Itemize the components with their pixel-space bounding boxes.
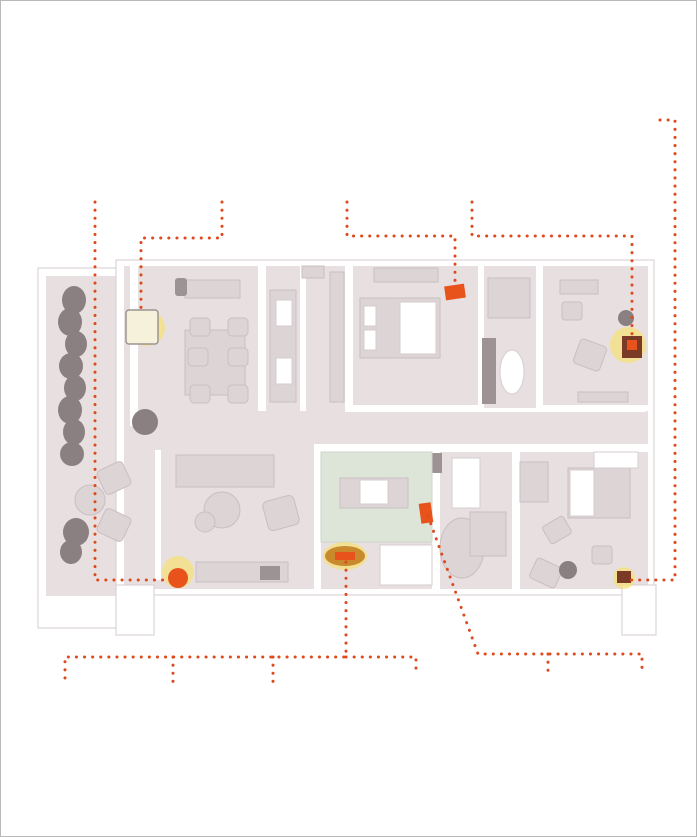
plant-icon <box>618 310 634 326</box>
fridge <box>301 265 325 279</box>
living-lamp-icon[interactable] <box>168 568 188 588</box>
study-bench <box>577 391 629 403</box>
lounge-chair <box>529 557 563 589</box>
dining-chair <box>227 384 249 404</box>
leader-corridor-chair <box>426 514 644 674</box>
plant-icon <box>559 561 577 579</box>
pantry <box>329 271 345 403</box>
dining-chair <box>227 347 249 367</box>
terrace-chair-1 <box>96 461 132 495</box>
bed-linen <box>399 301 437 355</box>
closet <box>519 461 549 503</box>
wall-tv-right <box>432 452 440 590</box>
speaker <box>175 278 187 296</box>
wall-kitchen-right <box>300 266 306 411</box>
bedroom-bench-icon[interactable] <box>444 283 466 301</box>
dining-chair <box>189 384 211 404</box>
leader-nightstand <box>628 118 677 582</box>
bath-2 <box>439 457 507 579</box>
leader-lines <box>63 118 677 688</box>
living-room <box>162 454 300 588</box>
corridor <box>396 412 648 473</box>
pillow <box>363 329 377 351</box>
walk-closet <box>469 511 507 557</box>
study-chair <box>561 301 583 321</box>
south-wing-right <box>621 584 657 636</box>
leader-bedroom-bench <box>345 200 457 288</box>
tv-room <box>320 451 434 586</box>
terrace <box>58 286 132 564</box>
corridor-console <box>430 453 442 473</box>
media-table-top <box>359 479 389 505</box>
chair <box>591 545 613 565</box>
dining-armchair-icon[interactable] <box>125 309 159 345</box>
dining-chair <box>187 347 209 367</box>
wall-bath-left <box>478 266 484 412</box>
rug-label <box>335 552 355 560</box>
sofa <box>175 454 275 488</box>
shower <box>487 277 531 319</box>
bedroom-2 <box>519 451 639 589</box>
wall-corridor-north <box>396 408 646 412</box>
corridor-floor <box>396 412 648 444</box>
leader-living-lamp <box>93 200 172 582</box>
wall-corridor-south <box>314 444 648 452</box>
bathtub <box>499 349 525 395</box>
master-bedroom <box>359 267 466 359</box>
pillow <box>363 305 377 327</box>
desk-lamp <box>627 340 637 350</box>
wall-dining-left <box>130 266 138 426</box>
corridor-chair-icon[interactable] <box>418 502 434 524</box>
study <box>559 279 646 403</box>
wall-bed-left <box>345 266 353 411</box>
wall-bath-right <box>536 266 543 412</box>
armchair <box>573 338 607 372</box>
terrace-table <box>74 484 106 516</box>
wall-bath2-right <box>512 452 520 590</box>
bookshelf <box>559 279 599 295</box>
leader-study-desk <box>470 200 634 340</box>
planter-hedge <box>58 286 89 564</box>
chair <box>542 515 572 545</box>
cabinet <box>379 544 433 586</box>
dining-chair <box>227 317 249 337</box>
kitchen <box>269 265 345 403</box>
lounge-chair <box>262 494 300 532</box>
leader-tv-rug-right <box>344 655 418 674</box>
side-table <box>194 511 216 533</box>
shelf <box>593 451 639 469</box>
dining-chair <box>189 317 211 337</box>
dining-room <box>125 278 249 435</box>
shelf <box>482 338 496 404</box>
wall-tv-left <box>314 444 321 590</box>
master-bath <box>482 277 531 404</box>
plant-icon <box>132 409 158 435</box>
cooktop <box>275 357 293 385</box>
wardrobe <box>373 267 439 283</box>
sideboard <box>184 279 241 299</box>
wall-kitchen-left <box>258 266 266 411</box>
sink <box>275 299 293 327</box>
leader-dining-armchair <box>139 200 224 312</box>
terrace-chair-2 <box>96 508 132 542</box>
vanity <box>451 457 481 509</box>
leader-tv-rug <box>63 560 348 687</box>
speaker-box <box>260 566 280 580</box>
south-wing-left <box>115 584 155 636</box>
bed-2-linen <box>569 469 595 517</box>
bedroom2-nightstand-icon[interactable] <box>617 571 631 583</box>
wall-living-right <box>155 450 161 580</box>
